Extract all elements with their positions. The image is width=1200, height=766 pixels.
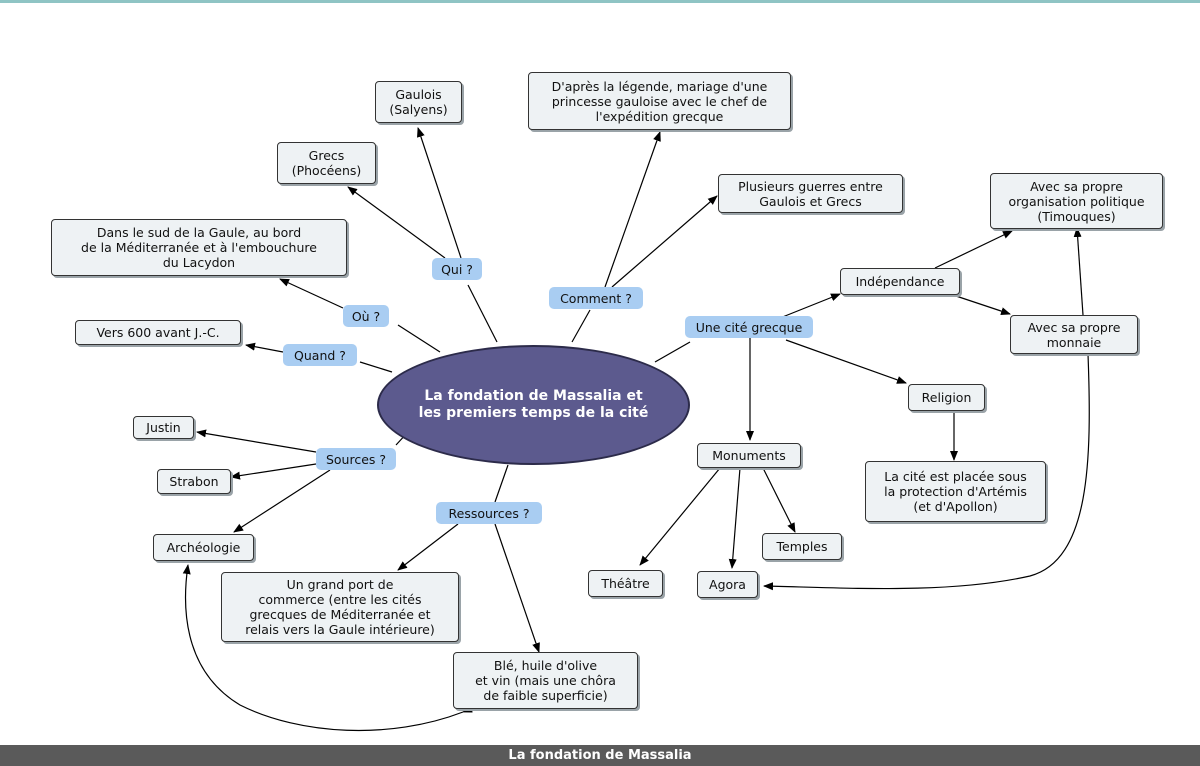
concept-map-connectors [182, 127, 1090, 732]
link-ou: Où ? [343, 305, 389, 327]
concept-agora: Agora [697, 571, 758, 598]
edge-monuments-theatre [639, 467, 721, 566]
link-sources: Sources ? [316, 448, 396, 470]
concept-gaulois: Gaulois (Salyens) [375, 81, 462, 123]
edge-monuments-temples [762, 467, 796, 533]
edge-qui-grecs [347, 186, 446, 259]
edge-center-ou [397, 324, 441, 353]
link-comment: Comment ? [549, 287, 643, 309]
link-qui: Qui ? [432, 258, 482, 280]
top-divider [0, 0, 1200, 3]
edge-monnaie-organisation [1073, 227, 1084, 316]
concept-artemis: La cité est placée sous la protection d'… [865, 461, 1046, 522]
concept-theatre: Théâtre [588, 570, 663, 597]
edge-qui-gaulois [417, 127, 462, 259]
edge-sources-strabon [230, 463, 317, 480]
edge-monuments-agora [728, 467, 741, 569]
link-quand: Quand ? [283, 344, 357, 366]
concept-date: Vers 600 avant J.-C. [75, 320, 241, 345]
edge-monnaie-agora [763, 353, 1090, 591]
edge-sources-justin [196, 429, 317, 453]
concept-guerres: Plusieurs guerres entre Gaulois et Grecs [718, 174, 903, 213]
link-ressources: Ressources ? [436, 502, 542, 524]
edge-comment-guerres [611, 195, 718, 288]
concept-legende: D'après la légende, mariage d'une prince… [528, 72, 791, 130]
edge-cite-religion [785, 339, 907, 384]
concept-justin: Justin [133, 416, 194, 439]
concept-organisation: Avec sa propre organisation politique (T… [990, 173, 1163, 229]
edge-center-cite [654, 341, 691, 363]
concept-sud-gaule: Dans le sud de la Gaule, au bord de la M… [51, 219, 347, 276]
concept-monuments: Monuments [697, 443, 801, 468]
concept-religion: Religion [908, 384, 985, 411]
edge-center-comment [571, 309, 591, 343]
concept-temples: Temples [762, 533, 842, 560]
concept-archeologie: Archéologie [153, 534, 254, 561]
caption-bar: La fondation de Massalia [0, 745, 1200, 766]
concept-grecs: Grecs (Phocéens) [277, 142, 376, 184]
edge-sources-archeologie [233, 469, 331, 533]
edge-center-quand [359, 361, 393, 373]
concept-ble: Blé, huile d'olive et vin (mais une chôr… [453, 652, 638, 709]
edge-quand-date [245, 342, 284, 353]
edge-ressources-ble [494, 523, 540, 653]
edge-center-qui [467, 284, 498, 343]
edge-comment-legende [604, 131, 661, 288]
edge-ou-sud [279, 278, 344, 309]
concept-port: Un grand port de commerce (entre les cit… [221, 572, 459, 642]
edge-archeologie-ble [182, 564, 473, 732]
edge-cite-independance [779, 293, 841, 319]
concept-monnaie: Avec sa propre monnaie [1010, 315, 1138, 354]
concept-independance: Indépendance [840, 268, 960, 295]
link-cite-grecque: Une cité grecque [685, 316, 813, 338]
central-topic: La fondation de Massalia et les premiers… [377, 345, 690, 465]
edge-independance-monnaie [949, 293, 1011, 315]
edge-independance-organisation [934, 230, 1013, 269]
concept-strabon: Strabon [157, 469, 231, 494]
edge-ressources-port [397, 523, 459, 571]
edge-center-ressources [494, 464, 509, 503]
